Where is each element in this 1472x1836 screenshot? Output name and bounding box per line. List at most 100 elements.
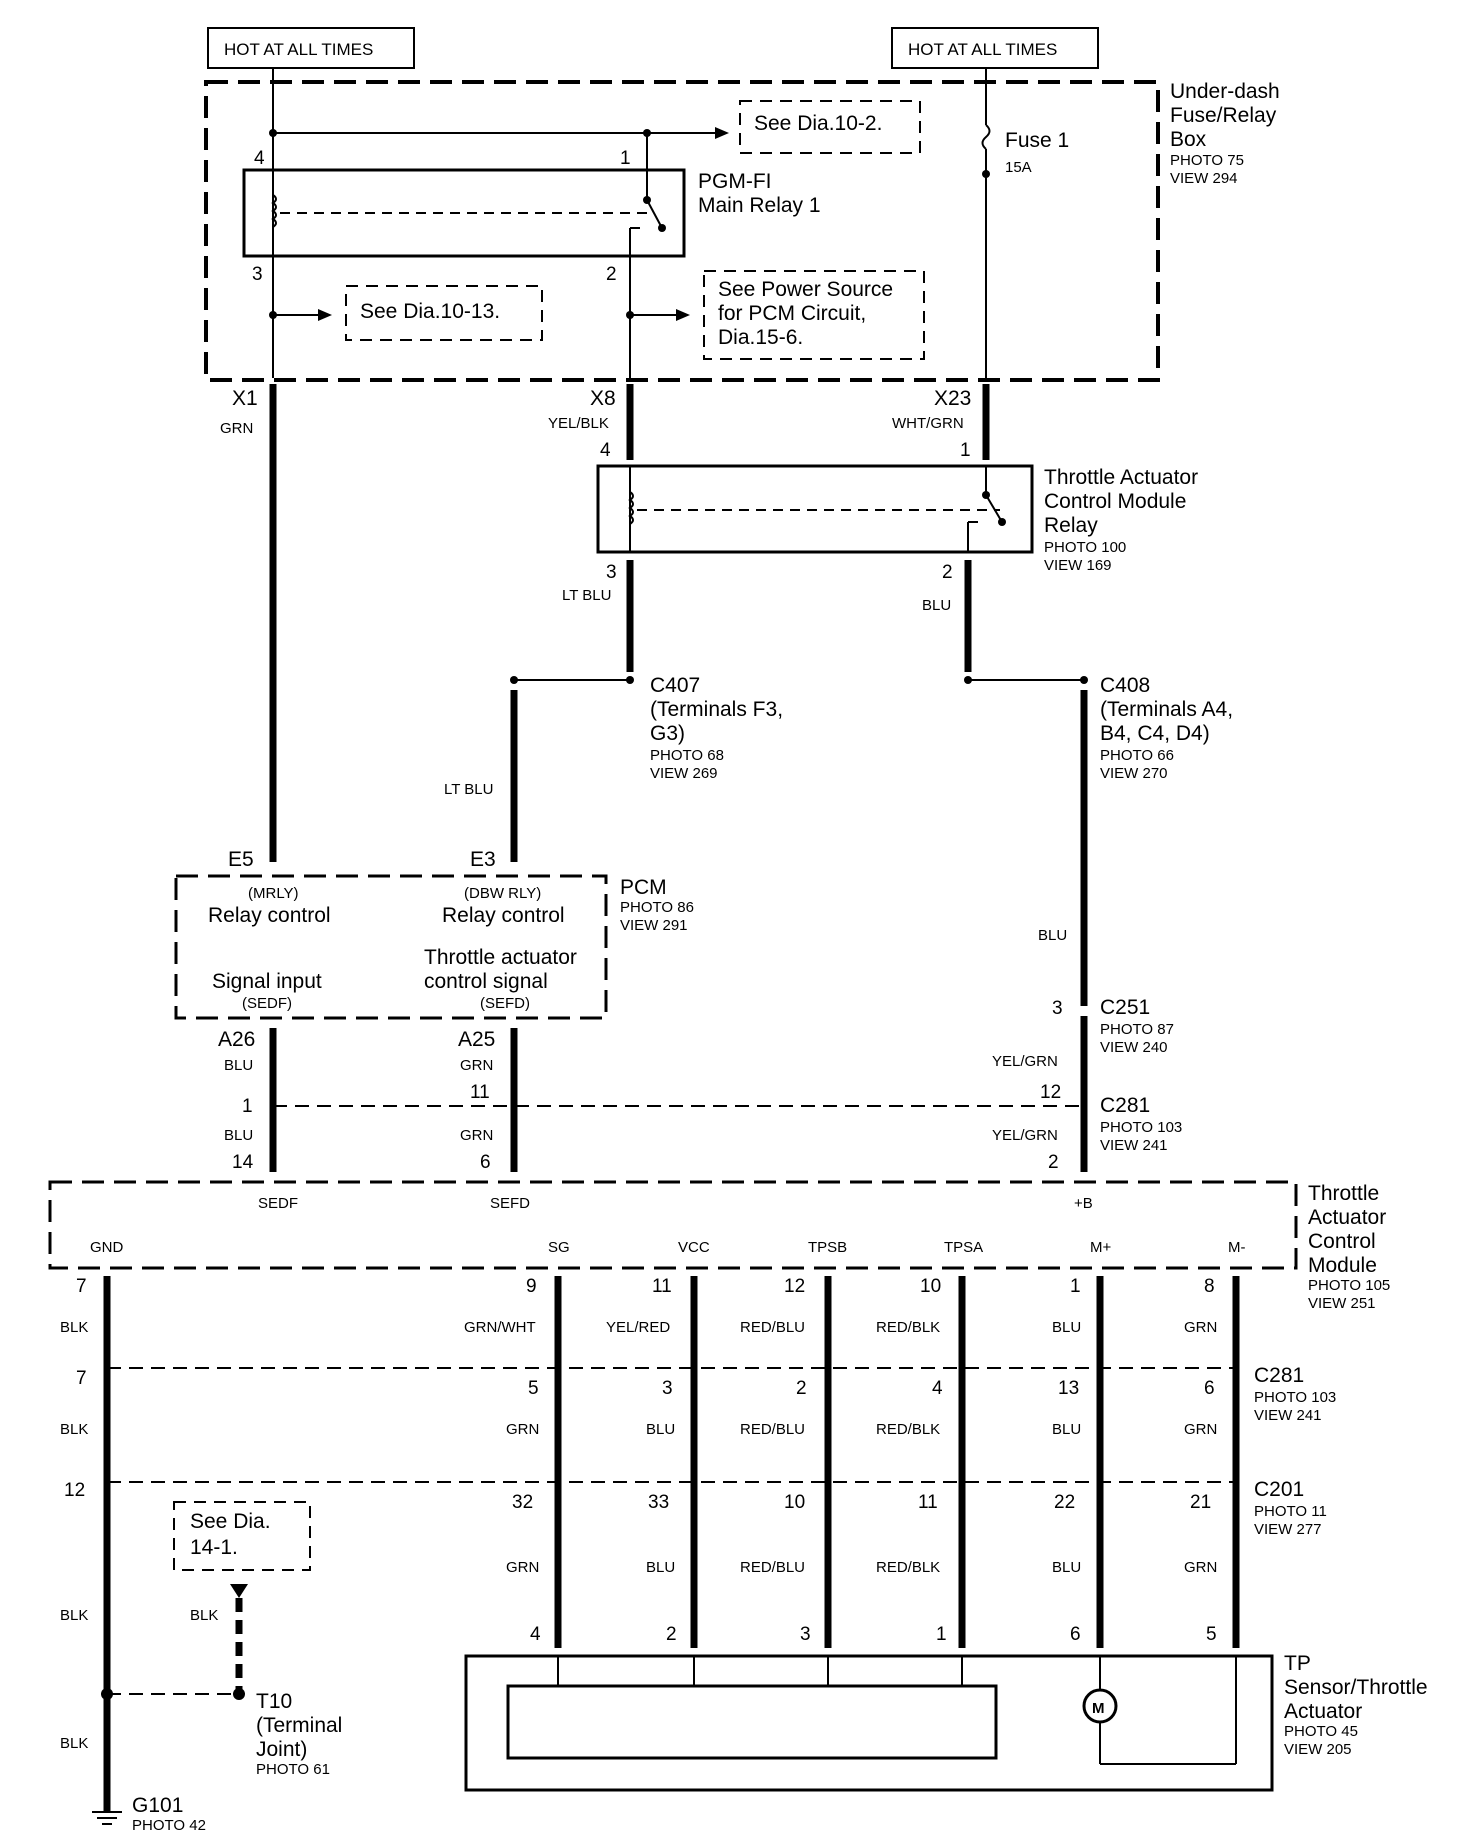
tac-relay-pin-1: 1 — [960, 440, 971, 461]
fuse-box-name-2: Fuse/Relay — [1170, 104, 1277, 127]
tacm-name-4: Module — [1308, 1254, 1377, 1277]
pcm-pin-e5: E5 — [228, 848, 254, 871]
tacm-wire-m-minus: GRN — [1184, 1319, 1217, 1336]
c281-bot-photo: PHOTO 103 — [1254, 1389, 1336, 1406]
c201-pin-1: 32 — [512, 1492, 533, 1513]
note-dia-14-1-l1: See Dia. — [190, 1510, 271, 1533]
c281-top-pin-a2: 14 — [232, 1152, 254, 1173]
tacm-name-3: Control — [1308, 1230, 1376, 1253]
c408-view: VIEW 270 — [1100, 765, 1168, 782]
c201-wire-5: BLU — [1052, 1559, 1081, 1576]
ground-wire-3: BLK — [60, 1735, 88, 1752]
c281-bot-wire-1: GRN — [506, 1421, 539, 1438]
tp-view: VIEW 205 — [1284, 1741, 1352, 1758]
c201-wire-1: GRN — [506, 1559, 539, 1576]
note-dia-14-1[interactable] — [173, 1501, 311, 1571]
c251-name: C251 — [1100, 996, 1150, 1019]
c281-top-name: C281 — [1100, 1094, 1150, 1117]
fuse-box-name-1: Under-dash — [1170, 80, 1280, 103]
pcm-view: VIEW 291 — [620, 917, 688, 934]
c201-view: VIEW 277 — [1254, 1521, 1322, 1538]
tacm-term-tpsa: TPSA — [944, 1239, 983, 1256]
relay-pin-3: 3 — [252, 264, 263, 285]
c201-photo: PHOTO 11 — [1254, 1503, 1327, 1520]
c408-terminals-2: B4, C4, D4) — [1100, 722, 1210, 745]
tp-sensor-throttle-actuator — [464, 1654, 1274, 1792]
main-relay-label-1: PGM-FI — [698, 170, 772, 193]
relay-pin-1: 1 — [620, 148, 631, 169]
g101-photo: PHOTO 42 — [132, 1817, 206, 1834]
c201-pin-5: 22 — [1054, 1492, 1075, 1513]
pcm-tac-signal-2: control signal — [424, 970, 548, 993]
hot-label-right-box — [891, 27, 1099, 69]
c407-view: VIEW 269 — [650, 765, 718, 782]
pcm-box — [174, 874, 608, 1020]
fuse-box-photo: PHOTO 75 — [1170, 152, 1244, 169]
ground-symbol-icon — [92, 1811, 122, 1825]
c408-name: C408 — [1100, 674, 1150, 697]
c201-wire-4: RED/BLK — [876, 1559, 940, 1576]
tacm-wire-gnd: BLK — [60, 1319, 88, 1336]
tacm-term-tpsb: TPSB — [808, 1239, 847, 1256]
note-dia-10-13-text: See Dia.10-13. — [360, 300, 500, 323]
tacm-wire-tpsb: RED/BLU — [740, 1319, 805, 1336]
tac-relay-name-1: Throttle Actuator — [1044, 466, 1198, 489]
c201-pin-0: 12 — [64, 1480, 85, 1501]
conn-x1: X1 — [232, 387, 258, 410]
note-dia-10-13[interactable] — [345, 285, 543, 341]
note-dia-10-2-text: See Dia.10-2. — [754, 112, 882, 135]
tac-module — [48, 1180, 1298, 1270]
note-dia-14-1-l2: 14-1. — [190, 1536, 238, 1559]
fuse-box-name-3: Box — [1170, 128, 1207, 151]
relay-pin-4: 4 — [254, 148, 265, 169]
tac-relay-view: VIEW 169 — [1044, 557, 1112, 574]
fuse-relay-box — [204, 80, 1160, 382]
c281-top-pin-a: 1 — [242, 1096, 253, 1117]
c281-top-pin-c: 12 — [1040, 1082, 1061, 1103]
wire-blu-1: BLU — [922, 597, 951, 614]
tp-pin-4: 6 — [1070, 1624, 1081, 1645]
note-power-source[interactable] — [703, 270, 925, 360]
pcm-signal-input: Signal input — [212, 970, 322, 993]
t10-name: T10 — [256, 1690, 292, 1713]
conn-x23: X23 — [934, 387, 971, 410]
tac-relay-name-3: Relay — [1044, 514, 1098, 537]
tacm-pin-vcc: 11 — [652, 1276, 672, 1297]
note-dia-10-2[interactable] — [739, 100, 921, 154]
tac-relay-pin-3: 3 — [606, 562, 617, 583]
t10-l2: (Terminal — [256, 1714, 342, 1737]
c281-bot-wire-0: BLK — [60, 1421, 88, 1438]
c281-top-wire-b: GRN — [460, 1127, 493, 1144]
wire-c251-color: YEL/GRN — [992, 1053, 1058, 1070]
pcm-pin-a25: A25 — [458, 1028, 495, 1051]
wire-x8-color: YEL/BLK — [548, 415, 609, 432]
wire-a25-color: GRN — [460, 1057, 493, 1074]
tacm-name-2: Actuator — [1308, 1206, 1386, 1229]
note-power-2: for PCM Circuit, — [718, 302, 866, 325]
c281-bot-pin-0: 7 — [76, 1368, 87, 1389]
c281-bot-pin-3: 2 — [796, 1378, 807, 1399]
c407-terminals-1: (Terminals F3, — [650, 698, 783, 721]
tp-pin-0: 4 — [530, 1624, 541, 1645]
c251-pin: 3 — [1052, 998, 1063, 1019]
tacm-term-m-plus: M+ — [1090, 1239, 1111, 1256]
tacm-wire-tpsa: RED/BLK — [876, 1319, 940, 1336]
c281-bot-wire-2: BLU — [646, 1421, 675, 1438]
tp-name-1: TP — [1284, 1652, 1311, 1675]
tp-name-3: Actuator — [1284, 1700, 1362, 1723]
c201-pin-4: 11 — [918, 1492, 938, 1513]
tp-pin-1: 2 — [666, 1624, 677, 1645]
hot-label-left-box — [207, 27, 415, 69]
c281-bot-view: VIEW 241 — [1254, 1407, 1322, 1424]
pcm-dbw: (DBW RLY) — [464, 885, 541, 902]
tacm-pin-gnd: 7 — [76, 1276, 87, 1297]
g101-name: G101 — [132, 1794, 183, 1817]
tp-pin-2: 3 — [800, 1624, 811, 1645]
wire-lt-blu-1: LT BLU — [562, 587, 611, 604]
c281-bot-wire-4: RED/BLK — [876, 1421, 940, 1438]
wire-blu-2: BLU — [1038, 927, 1067, 944]
tacm-term-m-minus: M- — [1228, 1239, 1246, 1256]
c407-terminals-2: G3) — [650, 722, 685, 745]
tacm-sedf: SEDF — [258, 1195, 298, 1212]
